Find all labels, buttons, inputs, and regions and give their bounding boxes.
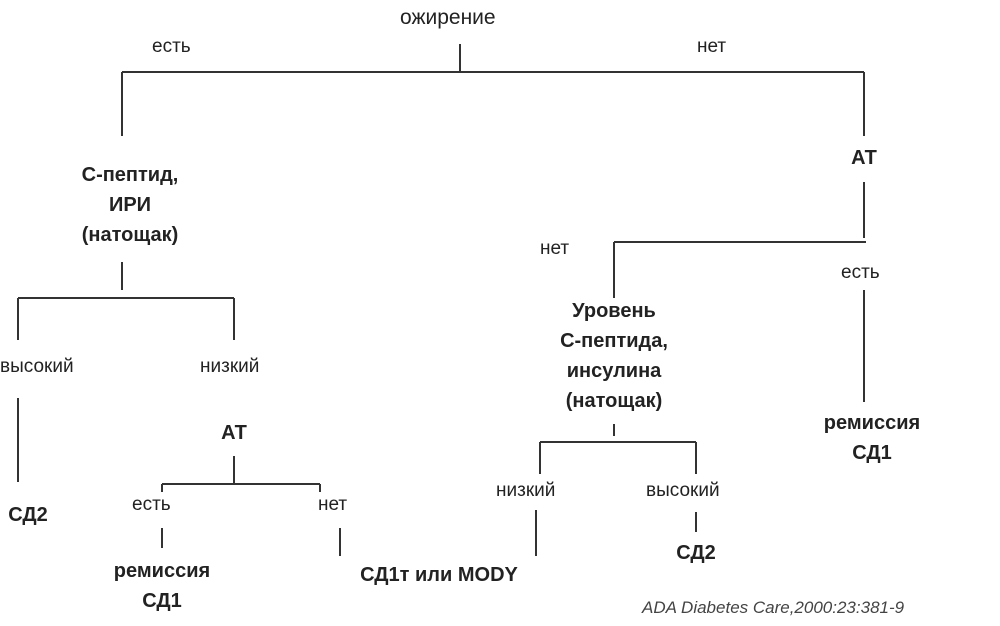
branch-low-right: низкий	[496, 480, 556, 501]
node-sd2-right: СД2	[676, 542, 716, 564]
node-line: СД1	[142, 590, 182, 612]
node-line: ИРИ	[108, 194, 152, 216]
branch-low-left: низкий	[200, 356, 260, 377]
node-sd2-left: СД2	[8, 504, 48, 526]
node-at-left: АТ	[221, 422, 247, 444]
branch-yes-obesity: есть	[152, 36, 191, 57]
node-remission-right: ремиссия СД1	[796, 408, 948, 468]
node-line: ремиссия	[823, 412, 921, 434]
node-remission-left: ремиссия СД1	[86, 556, 238, 616]
node-line: СД1	[852, 442, 892, 464]
branch-high-left: высокий	[0, 356, 74, 377]
branch-no-obesity: нет	[697, 36, 727, 57]
node-line: ремиссия	[113, 560, 211, 582]
branch-high-right: высокий	[646, 480, 720, 501]
branch-yes-at-left: есть	[132, 494, 171, 515]
node-line: С-пептид,	[81, 164, 179, 186]
node-c-peptide-level: Уровень С-пептида, инсулина (натощак)	[532, 296, 696, 416]
node-line: Уровень	[572, 300, 656, 322]
citation: ADA Diabetes Care,2000:23:381-9	[642, 598, 905, 617]
root-label: ожирение	[400, 6, 496, 29]
node-line: (натощак)	[81, 224, 179, 246]
node-c-peptide-iri: С-пептид, ИРИ (натощак)	[68, 160, 192, 250]
node-line: инсулина	[566, 360, 662, 382]
node-line: С-пептида,	[560, 330, 668, 352]
node-sd1t-mody: СД1т или MODY	[360, 564, 518, 586]
branch-no-at-left: нет	[318, 494, 348, 515]
branch-yes-at-right: есть	[841, 262, 880, 283]
node-line: (натощак)	[565, 390, 663, 412]
branch-no-at-right: нет	[540, 238, 570, 259]
node-at-right: АТ	[851, 147, 877, 169]
